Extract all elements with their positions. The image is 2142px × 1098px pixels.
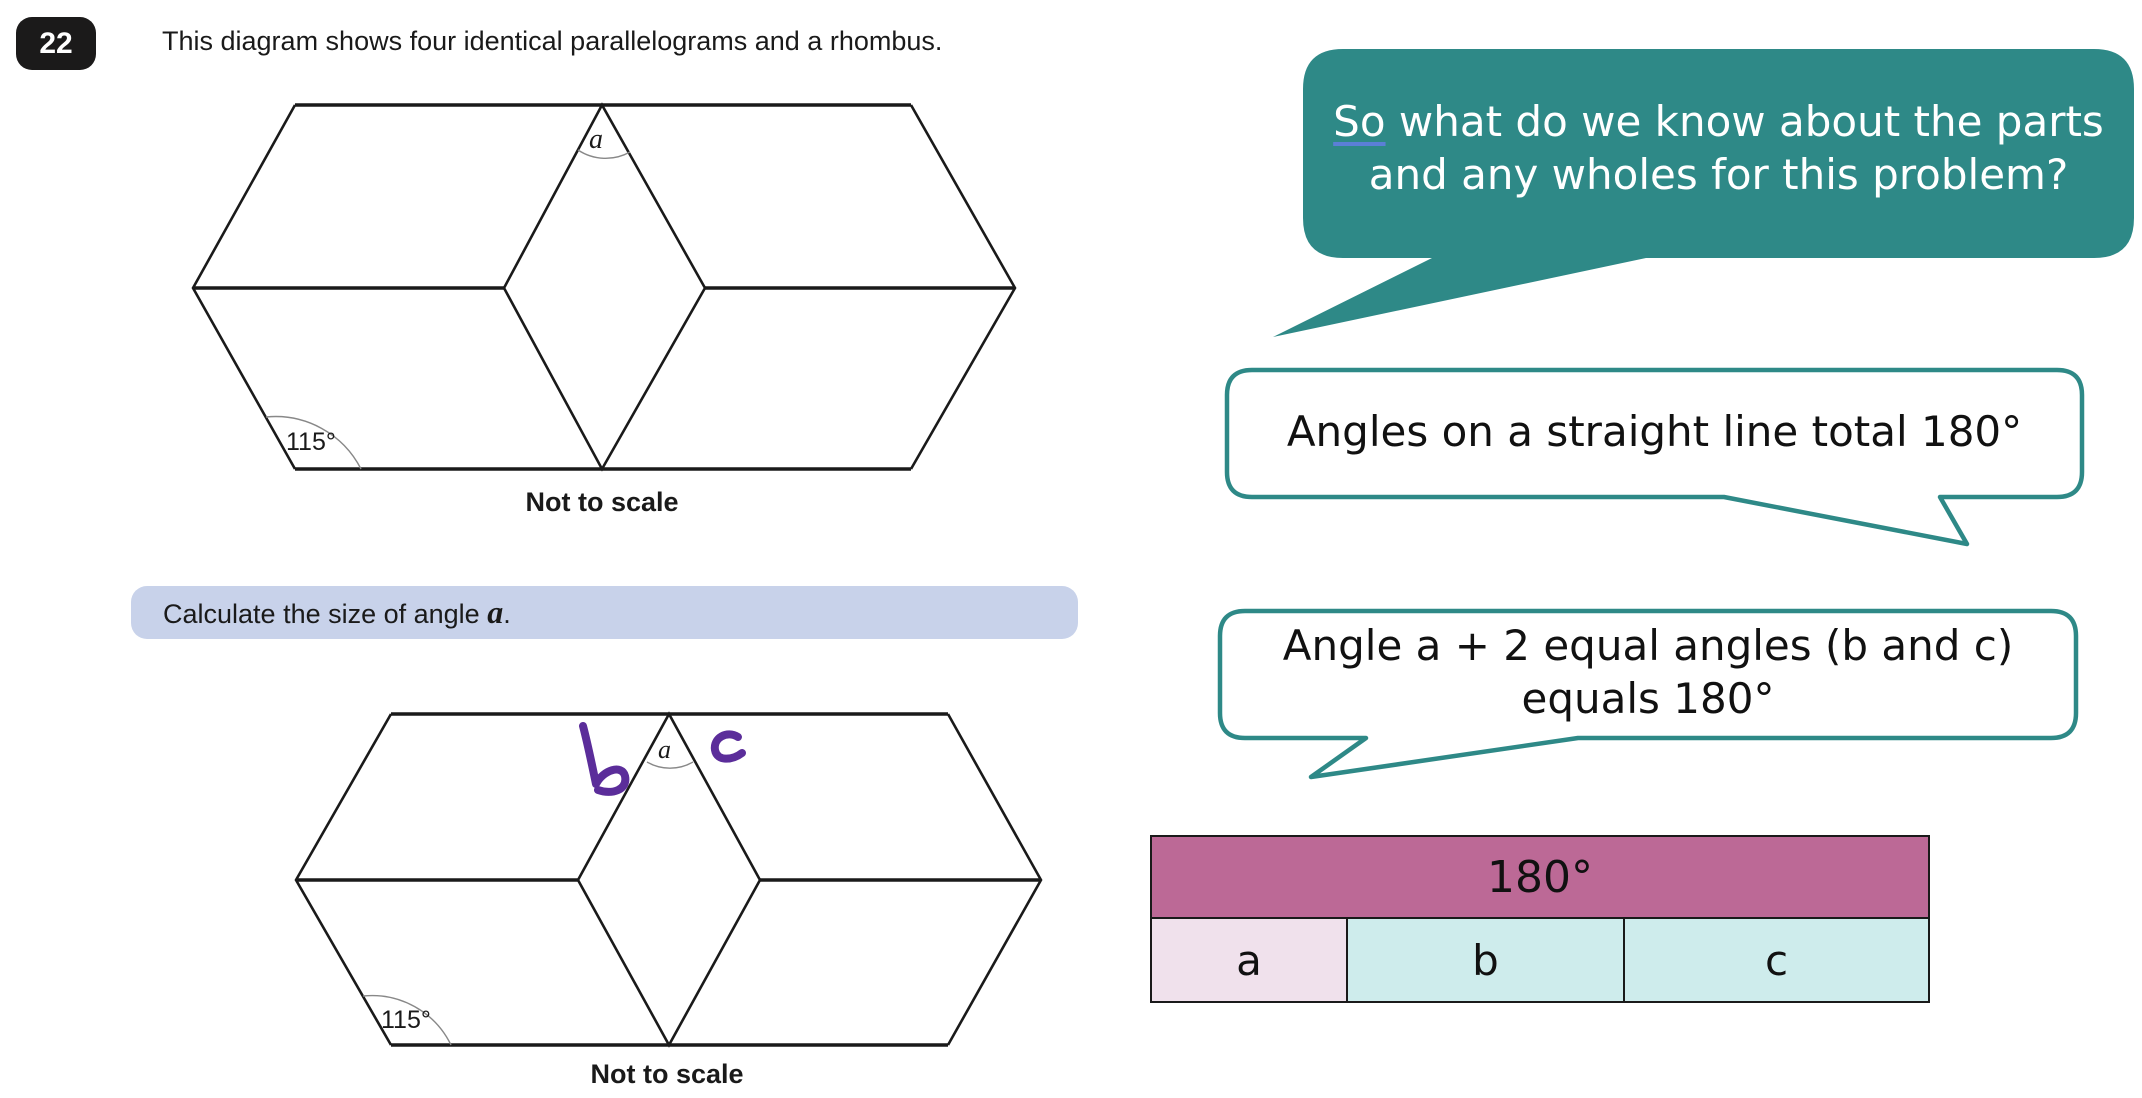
top-angle-a-label: a: [589, 124, 603, 155]
question-number-badge: 22: [16, 17, 96, 70]
callout-2-text: Angle a + 2 equal angles (b and c) equal…: [1282, 621, 2014, 723]
prompt-variable-a: a: [487, 594, 504, 630]
bottom-parallelogram-diagram: [294, 711, 1043, 1048]
callout-box-1: [1224, 367, 2085, 547]
callout-1-text: Angles on a straight line total 180°: [1286, 407, 2023, 456]
question-intro: This diagram shows four identical parall…: [162, 26, 943, 56]
bottom-angle-a-label: a: [658, 735, 671, 764]
bar-model-parts: a b c: [1152, 919, 1928, 1001]
bar-part-c: c: [1625, 919, 1928, 1001]
question-number: 22: [39, 26, 73, 60]
bar-part-b: b: [1348, 919, 1625, 1001]
callout-box-2: [1217, 608, 2079, 780]
bar-model-whole: 180°: [1152, 837, 1928, 919]
bottom-angle-115-label: 115°: [381, 1006, 431, 1034]
top-not-to-scale-caption: Not to scale: [525, 487, 679, 517]
teal-bubble-text: So what do we know about the parts and a…: [1333, 97, 2104, 199]
handwritten-annotations: [579, 722, 746, 796]
handwritten-c-mark: [710, 730, 746, 763]
question-prompt: Calculate the size of angle a.: [163, 594, 511, 630]
teal-question-bubble: [1273, 49, 2134, 337]
teal-bubble-so: So: [1333, 97, 1386, 146]
handwritten-b-mark: [579, 722, 630, 796]
top-parallelogram-diagram: [191, 102, 1017, 472]
bar-model: 180° a b c: [1150, 835, 1930, 1003]
bottom-not-to-scale-caption: Not to scale: [590, 1059, 744, 1089]
bar-part-a: a: [1152, 919, 1348, 1001]
question-prompt-bar: Calculate the size of angle a.: [131, 586, 1078, 639]
top-angle-115-label: 115°: [286, 428, 336, 456]
